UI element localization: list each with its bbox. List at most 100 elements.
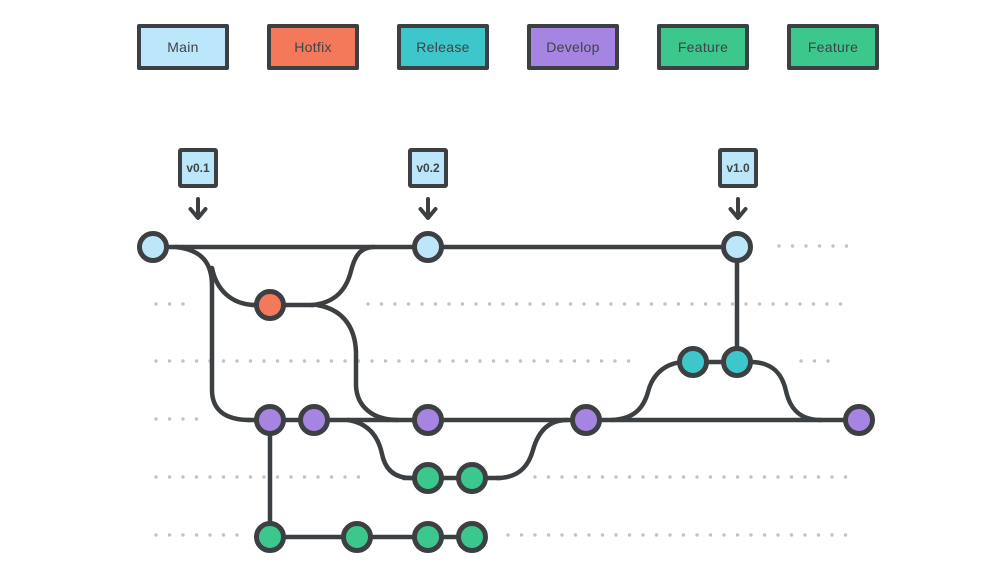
lane-dot-release (478, 359, 482, 363)
lane-dot-hotfix (528, 302, 532, 306)
lane-dot-release (235, 359, 239, 363)
lane-dot-hotfix (366, 302, 370, 306)
lane-dot-feature-2 (208, 533, 212, 537)
edge-feature1-merge-develop (494, 417, 570, 481)
lane-dot-release (289, 359, 293, 363)
lane-dot-feature-1 (573, 475, 578, 479)
lane-dot-hotfix (703, 302, 708, 306)
lane-dot-feature-2 (587, 533, 591, 537)
lane-dot-main (790, 244, 795, 248)
lane-dot-hotfix (717, 302, 721, 306)
lane-dot-release (437, 359, 442, 363)
lane-dot-feature-1 (208, 475, 212, 479)
lane-dot-feature-2 (776, 533, 780, 537)
lane-dot-feature-1 (194, 475, 199, 479)
lane-dot-hotfix (487, 302, 492, 306)
lane-dot-hotfix (609, 302, 613, 306)
lane-dot-feature-1 (302, 475, 307, 479)
lane-dot-feature-1 (776, 475, 780, 479)
lane-dot-hotfix (501, 302, 505, 306)
lane-dot-hotfix (825, 302, 829, 306)
commit-node-develop (570, 404, 602, 436)
lane-dot-feature-1 (762, 475, 767, 479)
legend-label: Hotfix (294, 39, 332, 55)
lane-dot-release (491, 359, 496, 363)
lane-dot-hotfix (595, 302, 600, 306)
lane-dot-release (505, 359, 509, 363)
lane-dot-release (799, 359, 803, 363)
lane-dot-feature-1 (749, 475, 753, 479)
lane-dot-main (777, 244, 781, 248)
lane-dot-feature-1 (167, 475, 172, 479)
lane-dot-feature-1 (533, 475, 537, 479)
lane-dot-feature-1 (641, 475, 645, 479)
lane-dot-develop (154, 417, 158, 421)
lane-dot-feature-2 (235, 533, 239, 537)
tag-arrow-icon (188, 197, 208, 220)
lane-dot-release (545, 359, 550, 363)
lane-dot-feature-1 (843, 475, 848, 479)
legend-box-feature-1: Feature (657, 24, 749, 70)
lane-dot-release (316, 359, 320, 363)
version-tag-v0.2: v0.2 (408, 148, 448, 188)
commit-node-feature (341, 521, 373, 553)
legend-label: Develop (546, 39, 600, 55)
lane-dot-develop (167, 417, 172, 421)
commit-node-main (412, 231, 444, 263)
lane-dot-feature-2 (695, 533, 699, 537)
legend-label: Release (416, 39, 470, 55)
lane-dot-feature-1 (789, 475, 794, 479)
lane-dot-release (275, 359, 280, 363)
lane-dot-release (812, 359, 817, 363)
lane-dot-hotfix (622, 302, 627, 306)
commit-node-feature (456, 521, 488, 553)
lane-dot-hotfix (798, 302, 802, 306)
lane-dot-hotfix (433, 302, 438, 306)
lane-dot-feature-2 (167, 533, 172, 537)
lane-dot-feature-1 (614, 475, 618, 479)
lane-dot-feature-2 (830, 533, 834, 537)
lane-dot-release (383, 359, 388, 363)
lane-dot-feature-2 (614, 533, 618, 537)
lane-dot-release (586, 359, 590, 363)
legend-box-release: Release (397, 24, 489, 70)
lane-dot-release (613, 359, 617, 363)
lane-dot-hotfix (636, 302, 640, 306)
lane-dot-hotfix (568, 302, 573, 306)
edge-release-create (609, 359, 689, 423)
lane-dot-hotfix (663, 302, 667, 306)
lane-dot-release (410, 359, 415, 363)
commit-node-develop (412, 404, 444, 436)
lane-dot-feature-1 (329, 475, 334, 479)
lane-dot-release (424, 359, 428, 363)
lane-dot-feature-2 (546, 533, 551, 537)
lane-dot-main (817, 244, 822, 248)
lane-dot-hotfix (838, 302, 843, 306)
lane-dot-feature-1 (356, 475, 361, 479)
lane-dot-release (572, 359, 577, 363)
lane-dot-feature-2 (600, 533, 605, 537)
lane-dot-feature-1 (695, 475, 699, 479)
lane-dot-release (343, 359, 347, 363)
lane-dot-release (221, 359, 226, 363)
lane-dot-hotfix (393, 302, 397, 306)
lane-dot-feature-2 (533, 533, 537, 537)
lane-dot-hotfix (379, 302, 384, 306)
lane-dot-hotfix (730, 302, 735, 306)
lane-dot-feature-2 (154, 533, 158, 537)
lane-dot-release (626, 359, 631, 363)
lane-dot-hotfix (744, 302, 748, 306)
lane-dot-feature-1 (681, 475, 686, 479)
edge-hotfix-create (209, 265, 259, 308)
lane-dot-feature-1 (803, 475, 807, 479)
lane-dot-release (302, 359, 307, 363)
lane-dot-feature-2 (681, 533, 686, 537)
lane-dot-hotfix (582, 302, 586, 306)
lane-dot-hotfix (167, 302, 172, 306)
lane-dot-feature-2 (735, 533, 740, 537)
tag-arrow-icon (418, 197, 438, 220)
lane-dot-feature-2 (194, 533, 199, 537)
lane-dot-hotfix (555, 302, 559, 306)
